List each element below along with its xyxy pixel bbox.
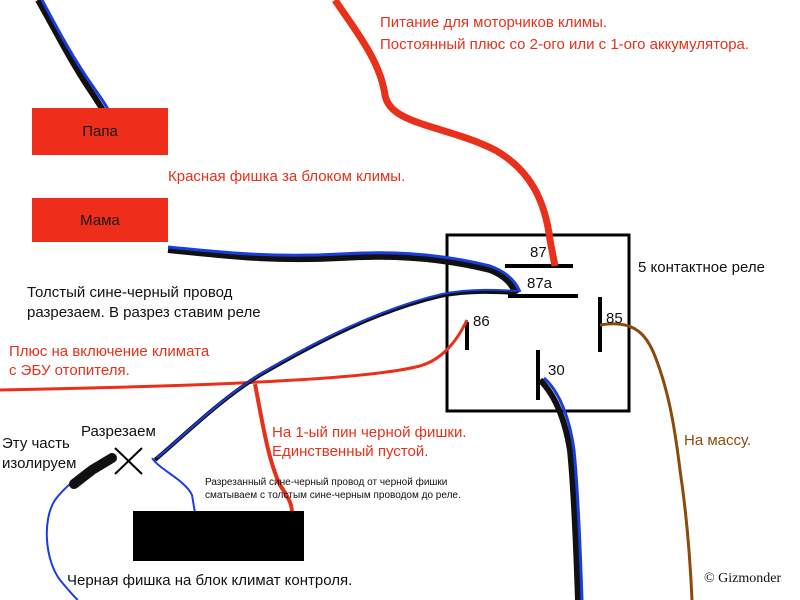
thick-wire-top-blue xyxy=(40,0,116,121)
thick-wire-label-1: Толстый сине-черный провод xyxy=(27,284,233,301)
thick-wire-30-black xyxy=(537,377,581,600)
red-power-wire xyxy=(332,0,559,267)
thick-wire-mama-blue xyxy=(167,245,522,293)
pin-30-label: 30 xyxy=(548,362,565,379)
thin-wire-blue xyxy=(156,288,518,459)
ground-label: На массу. xyxy=(684,432,752,449)
relay-label: 5 контактное реле xyxy=(638,259,765,276)
pin-87-label: 87 xyxy=(530,244,547,261)
isolate-label-1: Эту часть xyxy=(2,435,70,452)
copyright-label: © Gizmonder xyxy=(704,571,782,586)
power-label-2: Постоянный плюс со 2-ого или с 1-ого акк… xyxy=(380,36,750,53)
pin1-label-2: Единственный пустой. xyxy=(272,443,429,460)
pin-86-label: 86 xyxy=(473,313,490,330)
brown-ground-wire xyxy=(599,322,694,600)
cut-label: Разрезаем xyxy=(81,423,156,440)
cut-mark-2 xyxy=(114,447,143,475)
small-note-1: Разрезанный сине-черный провод от черной… xyxy=(205,477,448,488)
red-pin1-wire xyxy=(253,383,294,514)
pin1-label-1: На 1-ый пин черной фишки. xyxy=(272,424,467,441)
black-plug-label: Черная фишка на блок климат контроля. xyxy=(67,572,353,589)
papa-box: Папа xyxy=(32,108,168,155)
thick-wire-30-blue xyxy=(542,376,584,600)
small-note-2: сматываем с толстым сине-черным проводом… xyxy=(205,490,461,501)
power-label-1: Питание для моторчиков климы. xyxy=(380,14,608,31)
insulation-tape xyxy=(69,453,117,489)
red-ecu-wire xyxy=(0,319,469,392)
thick-wire-top-black xyxy=(35,0,113,124)
black-connector xyxy=(133,511,304,561)
isolate-label-2: изолируем xyxy=(2,455,77,472)
thick-wire-mama-black xyxy=(167,247,519,296)
plus-label-2: с ЭБУ отопителя. xyxy=(9,362,130,379)
relay-box xyxy=(445,233,631,413)
pin-87a-label: 87a xyxy=(527,275,553,292)
thin-wire-to-connector xyxy=(151,457,196,514)
pin-85-label: 85 xyxy=(606,310,623,327)
plus-label-1: Плюс на включение климата xyxy=(9,343,210,360)
mama-box: Мама xyxy=(32,198,168,242)
red-plug-label: Красная фишка за блоком климы. xyxy=(168,168,406,185)
thick-wire-label-2: разрезаем. В разрез ставим реле xyxy=(27,304,261,321)
